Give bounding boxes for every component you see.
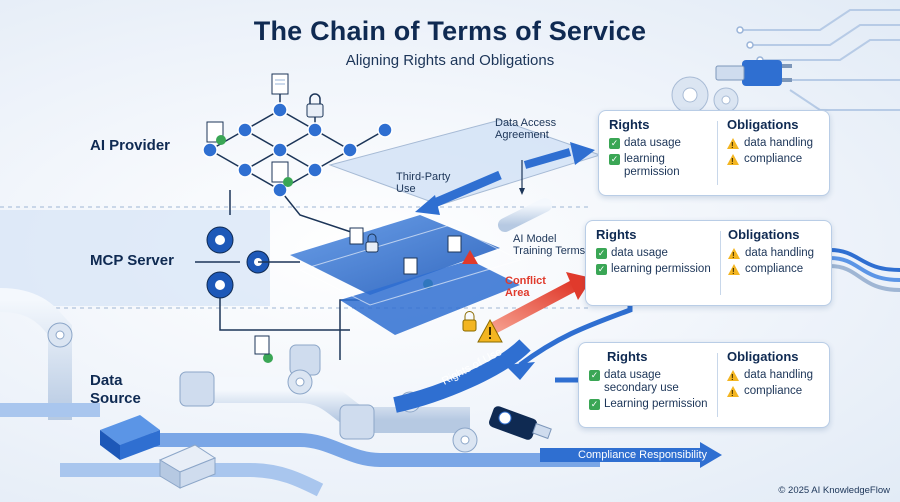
network-nodes bbox=[202, 102, 393, 198]
document-icons-mcp bbox=[254, 227, 462, 355]
check-icon: ✓ bbox=[596, 264, 607, 275]
usb-icon bbox=[489, 406, 552, 440]
rights-heading: Rights bbox=[607, 349, 648, 364]
obligation-item: data handling bbox=[728, 247, 828, 262]
rights-column: Rights ✓ data usage ✓ learning permission bbox=[609, 117, 721, 182]
label-conflict-line2: Area bbox=[505, 287, 530, 299]
obligation-item: data handling bbox=[727, 369, 827, 384]
label-data-access-agreement: Data Access Agreement bbox=[495, 117, 556, 141]
check-icon: ✓ bbox=[609, 154, 620, 165]
label-data-access-line1: Data Access bbox=[495, 117, 557, 129]
label-third-party-use: Third-Party Use bbox=[396, 171, 450, 195]
card-divider bbox=[717, 353, 718, 417]
label-training-line1: AI Model bbox=[513, 233, 557, 245]
rights-obligations-card-data-source: Rights ✓ data usage secondary use ✓ Learni… bbox=[578, 342, 830, 428]
right-item-text: learning permission bbox=[624, 153, 680, 178]
lock-icon-conflict bbox=[462, 311, 477, 332]
mcp-plate-upper bbox=[290, 215, 500, 295]
gear-icon-top-right bbox=[671, 76, 739, 114]
obligation-item: compliance bbox=[728, 263, 828, 278]
warning-icon-conflict bbox=[477, 318, 503, 343]
check-icon: ✓ bbox=[596, 248, 607, 259]
warning-icon bbox=[727, 370, 739, 384]
obligation-item-text: compliance bbox=[744, 385, 803, 397]
obligations-heading: Obligations bbox=[727, 349, 799, 364]
card-divider bbox=[717, 121, 718, 185]
obligation-item-text: data handling bbox=[744, 369, 814, 381]
obligations-heading: Obligations bbox=[727, 117, 799, 132]
layer-label-ai-provider: AI Provider bbox=[90, 137, 171, 154]
warning-icon-plate bbox=[462, 250, 478, 264]
rights-column: Rights ✓ data usage secondary use ✓ Learni… bbox=[589, 349, 717, 414]
right-item: ✓ data usage bbox=[596, 247, 724, 260]
label-ai-model-training-terms: AI Model Training Terms bbox=[513, 233, 585, 257]
warning-icon bbox=[727, 154, 739, 168]
right-item-text: learning permission bbox=[611, 263, 711, 275]
obligations-heading: Obligations bbox=[728, 227, 800, 242]
right-item: ✓ data usage bbox=[609, 137, 721, 150]
layer-label-mcp-server: MCP Server bbox=[90, 252, 174, 269]
obligation-item-text: compliance bbox=[745, 263, 804, 275]
obligation-item: compliance bbox=[727, 153, 827, 168]
obligations-column: Obligations data handling compliance bbox=[728, 227, 828, 279]
label-conflict-line1: Conflict bbox=[505, 275, 546, 287]
server-block-icon bbox=[100, 415, 160, 460]
check-icon: ✓ bbox=[589, 399, 600, 410]
cable-bundle-right bbox=[829, 248, 900, 292]
storage-block-icon bbox=[158, 444, 217, 489]
obligation-item: compliance bbox=[727, 385, 827, 400]
label-third-party-line1: Third-Party bbox=[396, 171, 451, 183]
lock-icon-mcp bbox=[365, 233, 379, 253]
obligation-item-text: data handling bbox=[745, 247, 815, 259]
document-icons-provider bbox=[206, 73, 289, 183]
plug-icon bbox=[715, 60, 792, 86]
arrow-third-party bbox=[415, 170, 502, 215]
copyright-notice: © 2025 AI KnowledgeFlow bbox=[778, 485, 890, 496]
warning-icon bbox=[727, 386, 739, 400]
channel-rights-of-use bbox=[393, 300, 633, 413]
layer-label-data-source-line1: Data bbox=[90, 372, 123, 389]
arrow-compliance bbox=[540, 442, 722, 468]
obligation-item: data handling bbox=[727, 137, 827, 152]
card-divider bbox=[720, 231, 721, 295]
obligations-column: Obligations data handling compliance bbox=[727, 117, 827, 169]
right-item: ✓ learning permission bbox=[596, 263, 724, 276]
blue-channels bbox=[0, 403, 600, 497]
label-conflict-area: Conflict Area bbox=[505, 275, 546, 299]
layer-label-data-source: Data Source bbox=[90, 372, 141, 408]
rights-heading: Rights bbox=[609, 117, 650, 132]
page-title: The Chain of Terms of Service bbox=[253, 16, 647, 46]
right-item-text: Learning permission bbox=[604, 398, 708, 410]
warning-icon bbox=[728, 264, 740, 278]
rights-obligations-card-provider: Rights ✓data usage ✓learning permission … bbox=[598, 110, 830, 196]
mcp-plate-lower bbox=[340, 260, 520, 335]
layer-label-data-source-line2: Source bbox=[90, 390, 141, 407]
right-item: ✓ learning permission bbox=[609, 153, 721, 179]
training-tube bbox=[498, 198, 552, 232]
right-item-text: data usage secondary use bbox=[604, 369, 679, 394]
right-item: ✓ Learning permission bbox=[589, 398, 717, 411]
lock-icon-provider bbox=[306, 93, 324, 118]
right-item: ✓ data usage secondary use bbox=[589, 369, 717, 395]
label-training-line2: Training Terms bbox=[513, 245, 586, 257]
warning-icon bbox=[728, 248, 740, 262]
warning-icon bbox=[727, 138, 739, 152]
obligation-item-text: data handling bbox=[744, 137, 814, 149]
page-subtitle: Aligning Rights and Obligations bbox=[345, 52, 555, 69]
rights-column: Rights ✓ data usage ✓ learning permission bbox=[596, 227, 724, 279]
arrow-data-access bbox=[519, 142, 595, 195]
obligation-item-text: compliance bbox=[744, 153, 803, 165]
label-third-party-line2: Use bbox=[396, 183, 416, 195]
rights-obligations-card-mcp: Rights ✓data usage ✓learning permission … bbox=[585, 220, 832, 306]
right-item-text: data usage bbox=[611, 247, 668, 259]
label-compliance-responsibility: Compliance Responsibility bbox=[578, 449, 708, 461]
label-data-access-line2: Agreement bbox=[495, 129, 549, 141]
obligations-column: Obligations data handling compliance bbox=[727, 349, 827, 401]
check-icon: ✓ bbox=[589, 370, 600, 381]
right-item-text: data usage bbox=[624, 137, 681, 149]
check-icon: ✓ bbox=[609, 138, 620, 149]
rights-heading: Rights bbox=[596, 227, 637, 242]
